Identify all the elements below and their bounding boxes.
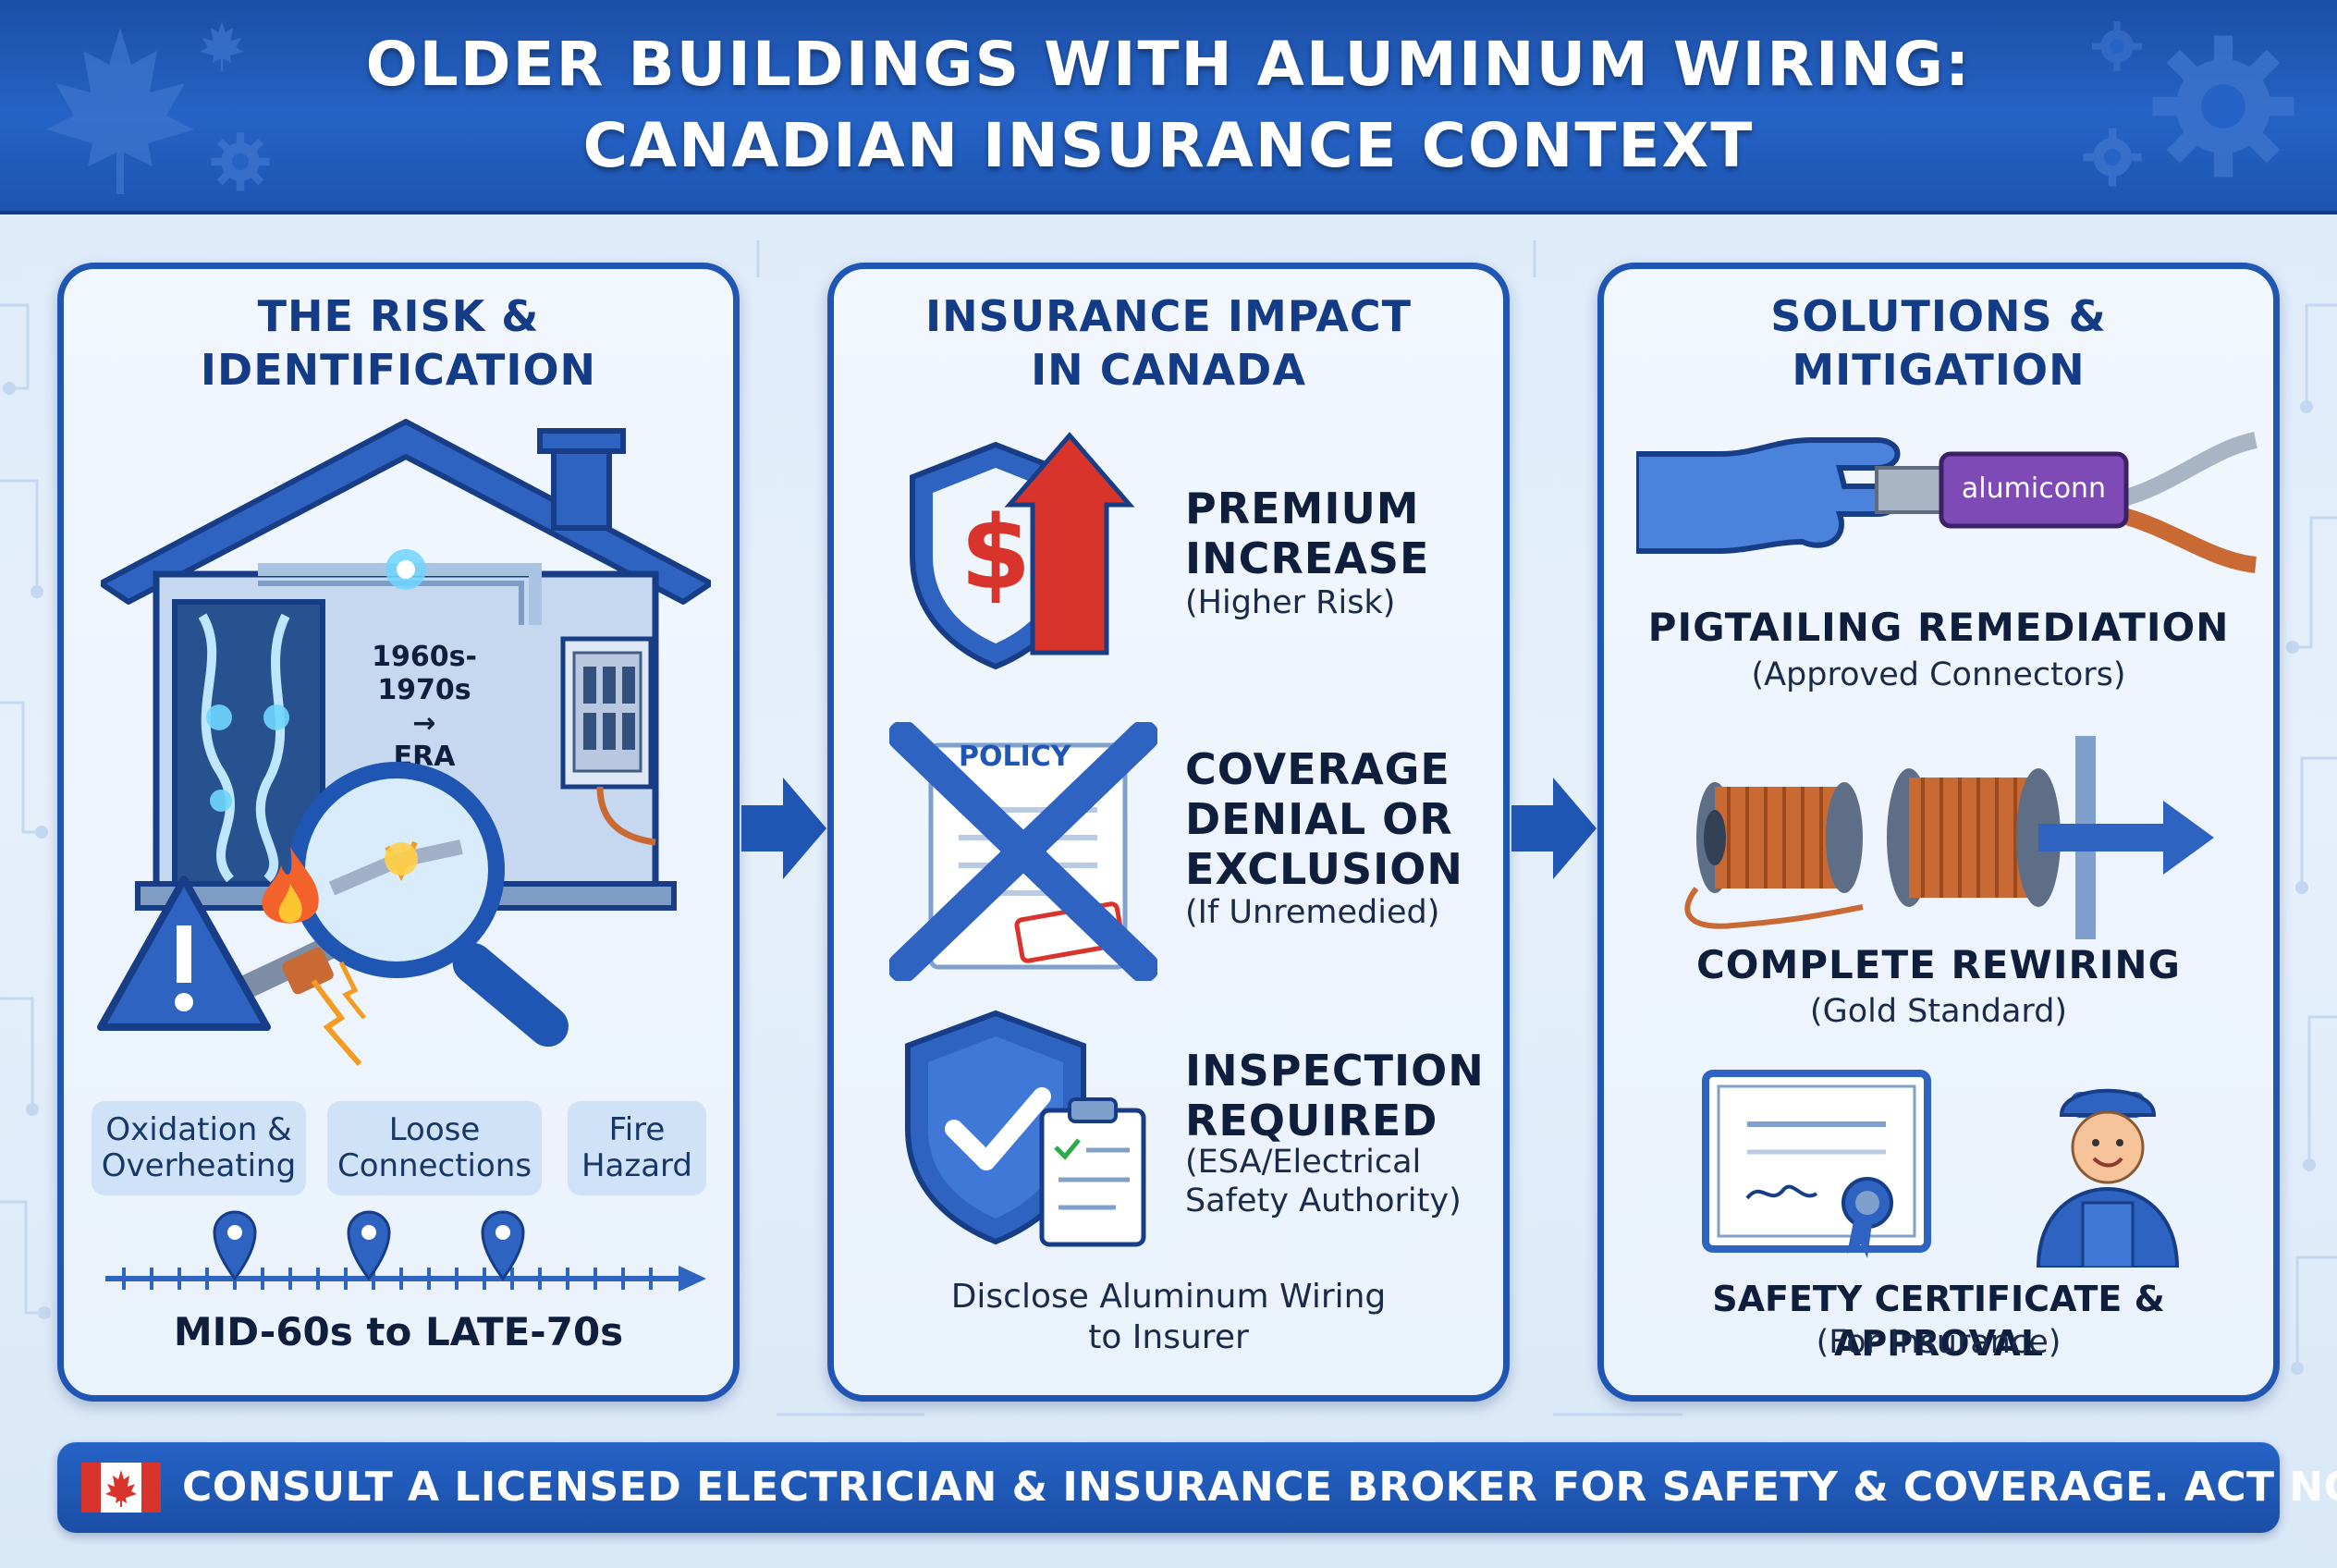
copper-spool-icon: [1684, 736, 2214, 939]
tag-oxidation: Oxidation & Overheating: [92, 1101, 306, 1195]
crossed-policy-icon: [889, 722, 1157, 981]
policy-label: POLICY: [959, 741, 1071, 773]
panel-title-insurance: INSURANCE IMPACT IN CANADA: [925, 291, 1412, 395]
panel-title-solutions: SOLUTIONS & MITIGATION: [1770, 291, 2107, 395]
fire-icon: [262, 847, 319, 924]
flow-arrow-icon: [741, 778, 826, 879]
shield-check-clipboard-icon: [905, 1010, 1146, 1247]
solutions-panel: SOLUTIONS & MITIGATION alumiconn PIGTAIL…: [1597, 263, 2280, 1402]
inspection-required-sub: (ESA/Electrical Safety Authority): [1185, 1144, 1462, 1219]
certificate-electrician-icon: [1702, 1070, 2180, 1268]
large-gear-icon: [2152, 35, 2294, 178]
rewiring-heading: COMPLETE REWIRING: [1695, 942, 2182, 987]
small-maple-leaf-icon: [200, 21, 244, 71]
premium-increase-heading: PREMIUM INCREASE: [1185, 484, 1430, 583]
hand-connector-icon: [1636, 432, 2257, 573]
shield-dollar-up-icon: $: [910, 432, 1135, 670]
safety-certificate-sub: (For Insurance): [1816, 1324, 2062, 1361]
timeline-label: MID-60s to LATE-70s: [173, 1309, 624, 1354]
maple-leaf-icon: [46, 28, 194, 194]
damaged-wire-icon: [311, 961, 366, 1066]
pigtailing-heading: PIGTAILING REMEDIATION: [1647, 605, 2230, 650]
rewiring-sub: (Gold Standard): [1809, 993, 2068, 1030]
premium-increase-sub: (Higher Risk): [1185, 584, 1396, 621]
canada-flag-icon: [81, 1463, 161, 1513]
warning-icon: [97, 876, 271, 1031]
header-banner: OLDER BUILDINGS WITH ALUMINUM WIRING: CA…: [0, 0, 2337, 214]
coverage-denial-sub: (If Unremedied): [1185, 894, 1440, 931]
connector-label: alumiconn: [1961, 472, 2107, 505]
pigtailing-sub: (Approved Connectors): [1751, 656, 2126, 693]
svg-text:$: $: [960, 494, 1032, 612]
coverage-denial-heading: COVERAGE DENIAL OR EXCLUSION: [1185, 744, 1463, 894]
tag-loose-connections: Loose Connections: [327, 1101, 542, 1195]
footer-banner: CONSULT A LICENSED ELECTRICIAN & INSURAN…: [57, 1442, 2337, 1533]
flow-arrow-icon-2: [1511, 778, 1597, 879]
timeline-icon: [105, 1210, 706, 1292]
safety-certificate-heading: SAFETY CERTIFICATE & APPROVAL: [1712, 1279, 2165, 1364]
small-gear-icon: [2083, 128, 2142, 187]
tiny-gear-icon: [2092, 21, 2142, 71]
disclose-footnote: Disclose Aluminum Wiring to Insurer: [950, 1278, 1387, 1356]
tag-fire-hazard: Fire Hazard: [568, 1101, 706, 1195]
panel-title-risk: THE RISK & IDENTIFICATION: [200, 291, 597, 395]
risk-identification-panel: THE RISK & IDENTIFICATION 1960s- 1970s →…: [57, 263, 740, 1402]
magnifying-glass-icon: [209, 762, 569, 1047]
gear-icon: [211, 132, 270, 191]
era-label: 1960s- 1970s → ERA: [372, 641, 477, 773]
page-title: OLDER BUILDINGS WITH ALUMINUM WIRING: CA…: [365, 29, 1972, 181]
inspection-required-heading: INSPECTION REQUIRED: [1185, 1046, 1485, 1145]
insurance-impact-panel: INSURANCE IMPACT IN CANADA $ PREMIUM INC…: [827, 263, 1510, 1402]
footer-call-to-action: CONSULT A LICENSED ELECTRICIAN & INSURAN…: [182, 1464, 2337, 1511]
